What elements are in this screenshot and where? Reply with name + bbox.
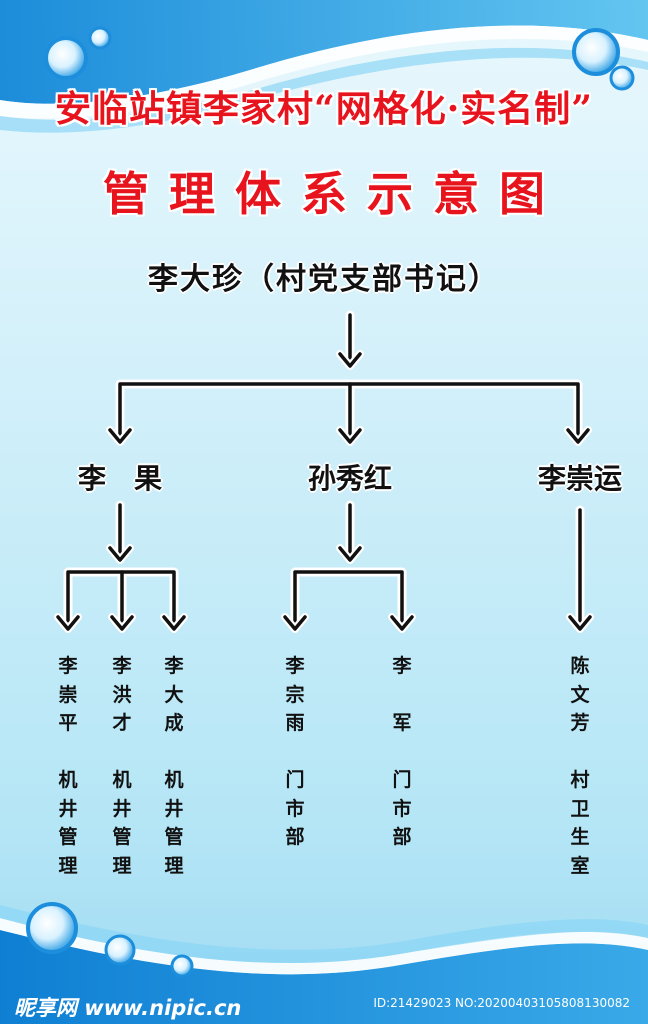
title-line-1: 安临站镇李家村“网格化·实名制”: [55, 88, 593, 130]
member-column: 李 军 门 市 部: [389, 652, 415, 852]
member-column: 李 宗 雨 门 市 部: [282, 652, 308, 852]
member-duty-char: 门: [392, 769, 412, 791]
watermark-id: ID:21429023 NO:20200403105808130082: [373, 996, 630, 1010]
member-duty-char: 机: [58, 769, 78, 791]
node-branch-3: 李崇运: [537, 462, 622, 495]
connector-lines: [54, 310, 594, 633]
member-duty-char: 生: [570, 826, 590, 848]
member-duty-char: 井: [58, 797, 78, 820]
member-duty-char: 门: [285, 769, 305, 791]
member-name-char: [389, 681, 415, 710]
member-duty-char: 理: [164, 854, 184, 877]
member-column: 李 崇 平 机 井 管 理: [55, 652, 81, 880]
member-name-char: 李: [285, 655, 305, 677]
member-name-char: 军: [392, 712, 412, 734]
member-duty-char: 市: [285, 797, 305, 820]
member-duty-char: 机: [112, 769, 132, 791]
member-name-char: 李: [112, 655, 132, 677]
member-name-char: 大: [164, 683, 184, 706]
member-name-char: 文: [570, 683, 590, 706]
member-name-char: 宗: [285, 683, 305, 706]
member-name-char: 李: [392, 655, 412, 677]
member-column: 陈 文 芳 村 卫 生 室: [567, 652, 593, 880]
bubble-decoration: [26, 26, 635, 978]
member-name-char: 李: [58, 655, 78, 677]
member-name-char: 才: [112, 712, 132, 734]
watermark-logo: 昵享网 www.nipic.cn: [14, 996, 242, 1020]
member-name-char: 洪: [112, 683, 132, 706]
member-duty-char: 机: [164, 769, 184, 791]
member-name-char: 芳: [570, 712, 590, 734]
member-duty-char: 室: [570, 854, 590, 877]
member-duty-char: 理: [112, 854, 132, 877]
member-name-char: 李: [164, 655, 184, 677]
member-name-char: 成: [164, 712, 184, 734]
node-top-secretary: 李大珍（村党支部书记）: [148, 262, 500, 297]
title-line-2: 管理体系示意图: [103, 167, 565, 221]
node-branch-1: 李 果: [77, 462, 162, 495]
member-duty-char: 部: [285, 826, 305, 848]
member-duty-char: 村: [570, 769, 590, 791]
member-duty-char: 部: [392, 826, 412, 848]
member-duty-char: 理: [58, 854, 78, 877]
member-duty-char: 市: [392, 797, 412, 820]
member-duty-char: 井: [112, 797, 132, 820]
member-duty-char: 井: [164, 797, 184, 820]
member-name-char: 平: [58, 712, 78, 734]
member-column: 李 洪 才 机 井 管 理: [109, 652, 135, 880]
member-name-char: 雨: [285, 712, 305, 734]
node-branch-2: 孙秀红: [307, 462, 392, 495]
member-duty-char: 管: [164, 826, 184, 848]
member-column: 李 大 成 机 井 管 理: [161, 652, 187, 880]
member-name-char: 崇: [58, 683, 78, 706]
member-duty-char: 管: [112, 826, 132, 848]
member-duty-char: 管: [58, 826, 78, 848]
member-duty-char: 卫: [570, 797, 590, 820]
member-name-char: 陈: [570, 655, 590, 677]
